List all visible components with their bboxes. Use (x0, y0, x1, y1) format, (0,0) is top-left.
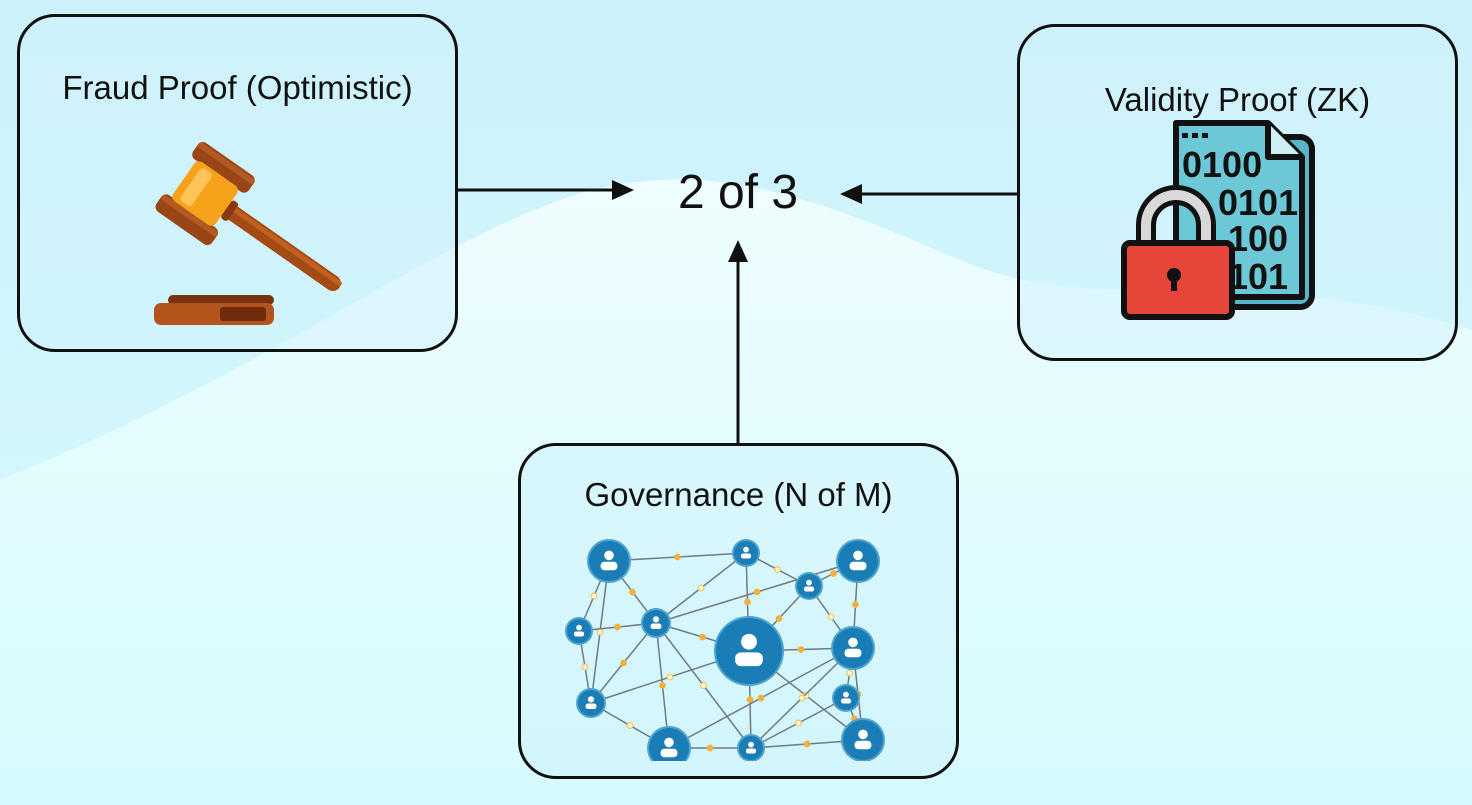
network-link-dot (775, 615, 783, 622)
fraud-proof-title: Fraud Proof (Optimistic) (62, 69, 413, 106)
user-node-icon (587, 539, 631, 583)
user-node-icon (714, 616, 784, 686)
network-link-dot (774, 566, 781, 573)
center-threshold-label: 2 of 3 (677, 166, 799, 219)
user-node-icon (832, 684, 860, 712)
user-node-icon (565, 617, 593, 645)
user-network-icon (565, 539, 885, 761)
network-link-dot (590, 592, 598, 600)
user-node-icon (836, 539, 880, 583)
network-link-dot (830, 570, 837, 577)
network-link-dot (706, 744, 714, 752)
network-link-dot (753, 588, 761, 596)
network-link-dot (629, 588, 636, 596)
network-link-dot (827, 613, 835, 621)
governance-box: Governance (N of M) (518, 443, 959, 779)
network-link-dot (803, 740, 811, 748)
user-node-icon (641, 608, 671, 638)
network-link-dot (746, 696, 754, 703)
network-link-dot (666, 673, 674, 681)
network-link-dot (846, 669, 853, 677)
network-link-dot (697, 584, 705, 592)
user-node-icon (732, 539, 760, 567)
network-link-dot (626, 722, 634, 729)
user-node-icon (576, 688, 606, 718)
network-link-dot (852, 601, 859, 608)
validity-proof-box: Validity Proof (ZK) 0100 0101 100 101 (1017, 24, 1458, 361)
network-link-dot (797, 646, 805, 653)
user-node-icon (831, 626, 875, 670)
binary-document-unlocked-padlock-icon: 0100 0101 100 101 (1121, 120, 1315, 320)
user-node-icon (647, 726, 691, 761)
binary-line-2: 0101 (1218, 182, 1298, 223)
user-node-icon (841, 718, 885, 761)
network-link-dot (744, 598, 751, 606)
gavel-icon (154, 142, 342, 325)
user-node-icon (737, 734, 765, 761)
network-link-dot (614, 623, 621, 631)
network-link-dot (795, 719, 802, 727)
fraud-proof-box: Fraud Proof (Optimistic) (17, 14, 458, 352)
network-link-dot (700, 682, 707, 689)
network-link-dot (674, 553, 681, 561)
network-link-dot (757, 694, 765, 702)
network-link-dot (699, 633, 706, 641)
network-link-dot (620, 659, 627, 667)
binary-line-4: 101 (1228, 256, 1288, 297)
network-link-dot (581, 663, 589, 671)
binary-line-3: 100 (1228, 218, 1288, 259)
validity-proof-title: Validity Proof (ZK) (1104, 81, 1371, 118)
network-link-dot (798, 694, 806, 702)
governance-title: Governance (N of M) (584, 476, 893, 513)
binary-line-1: 0100 (1182, 144, 1262, 185)
network-link-dot (659, 682, 666, 689)
network-link-dot (596, 628, 604, 636)
user-node-icon (795, 572, 823, 600)
